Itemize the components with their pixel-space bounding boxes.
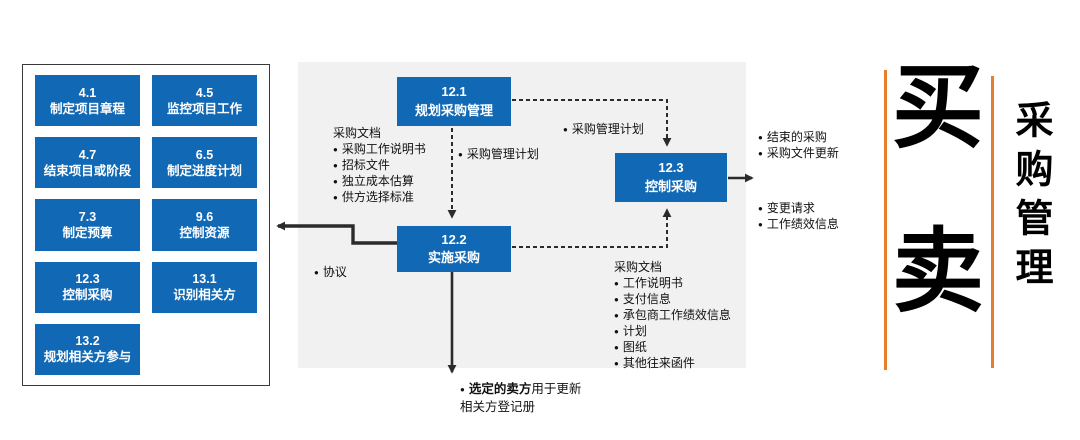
note-rest: 用于更新: [531, 382, 582, 396]
process-box-id: 9.6: [195, 209, 214, 224]
list-item: 采购工作说明书: [333, 142, 426, 158]
process-box-7-3: 7.3 制定预算: [35, 199, 140, 251]
related-processes-panel: 4.1 制定项目章程 4.5 监控项目工作 4.7 结束项目或阶段 6.5 制定…: [22, 64, 270, 386]
banner-char-buy: 买: [892, 54, 985, 161]
process-box-12-3-left: 12.3 控制采购: [35, 261, 140, 313]
list-item: 结束的采购: [758, 130, 839, 146]
node-12-3-control-procurement: 12.3 控制采购: [615, 153, 727, 202]
list-title: 采购文档: [614, 260, 663, 274]
list-item: 承包商工作绩效信息: [614, 308, 731, 324]
process-box-9-6: 9.6 控制资源: [152, 199, 257, 251]
banner-char-sell: 卖: [892, 218, 985, 325]
process-box-id: 13.2: [75, 334, 100, 349]
plan-label-top: 采购管理计划: [563, 122, 644, 138]
list-item: 计划: [614, 324, 731, 340]
agreement-label: 协议: [314, 265, 347, 281]
node-id: 12.1: [441, 84, 467, 100]
node-label: 实施采购: [427, 250, 480, 265]
node-id: 12.3: [658, 160, 684, 176]
outputs-top-list: 结束的采购 采购文件更新: [758, 130, 839, 162]
node-id: 12.2: [441, 231, 467, 247]
banner-side-title: 采购管理: [1009, 100, 1053, 296]
list-item: 其他往来函件: [614, 356, 731, 372]
process-box-label: 制定进度计划: [166, 163, 242, 178]
list-item: 工作绩效信息: [758, 217, 839, 233]
outputs-bottom-list: 变更请求 工作绩效信息: [758, 201, 839, 233]
process-box-id: 4.1: [78, 85, 97, 100]
process-box-id: 7.3: [78, 209, 97, 224]
selected-seller-note: 选定的卖方用于更新 相关方登记册: [460, 381, 581, 415]
procurement-docs-output-list: 采购文档 工作说明书 支付信息 承包商工作绩效信息 计划 图纸 其他往来函件: [614, 260, 731, 372]
procurement-docs-input-list: 采购文档 采购工作说明书 招标文件 独立成本估算 供方选择标准: [333, 126, 426, 206]
process-box-id: 12.3: [75, 272, 100, 287]
list-item: 独立成本估算: [333, 174, 426, 190]
process-box-id: 6.5: [195, 147, 214, 162]
process-box-id: 4.7: [78, 147, 97, 162]
list-title: 采购文档: [333, 126, 382, 140]
process-box-13-1: 13.1 识别相关方: [152, 261, 257, 313]
note-line-1: 选定的卖方用于更新: [460, 381, 582, 399]
list-item: 支付信息: [614, 292, 731, 308]
node-12-1-plan-procurement: 12.1 规划采购管理: [397, 77, 511, 126]
note-line-2: 相关方登记册: [460, 400, 536, 414]
process-box-id: 13.1: [192, 272, 217, 287]
process-box-4-7: 4.7 结束项目或阶段: [35, 137, 140, 189]
process-box-4-1: 4.1 制定项目章程: [35, 75, 140, 127]
note-bold: 选定的卖方: [468, 382, 532, 396]
list-item: 采购文件更新: [758, 146, 839, 162]
process-box-label: 规划相关方参与: [43, 350, 132, 365]
banner-divider-right: [991, 76, 994, 368]
process-box-id: 4.5: [195, 85, 214, 100]
node-label: 控制采购: [644, 178, 697, 194]
list-item: 工作说明书: [614, 276, 731, 292]
plan-label-mid: 采购管理计划: [458, 147, 539, 163]
list-item: 招标文件: [333, 158, 426, 174]
list-item: 图纸: [614, 340, 731, 356]
process-box-label: 制定预算: [62, 225, 113, 240]
banner-divider-left: [884, 70, 887, 370]
list-item: 供方选择标准: [333, 190, 426, 206]
process-box-13-2: 13.2 规划相关方参与: [35, 323, 140, 375]
list-item: 变更请求: [758, 201, 839, 217]
process-box-label: 结束项目或阶段: [43, 163, 132, 178]
process-box-label: 监控项目工作: [166, 101, 242, 116]
process-box-label: 控制资源: [179, 225, 230, 240]
process-box-label: 识别相关方: [173, 288, 236, 303]
process-box-4-5: 4.5 监控项目工作: [152, 75, 257, 127]
node-label: 规划采购管理: [414, 102, 493, 118]
node-12-2-conduct-procurement: 12.2 实施采购: [397, 226, 511, 272]
process-box-label: 控制采购: [62, 288, 113, 303]
process-box-label: 制定项目章程: [49, 101, 125, 116]
process-box-6-5: 6.5 制定进度计划: [152, 137, 257, 189]
